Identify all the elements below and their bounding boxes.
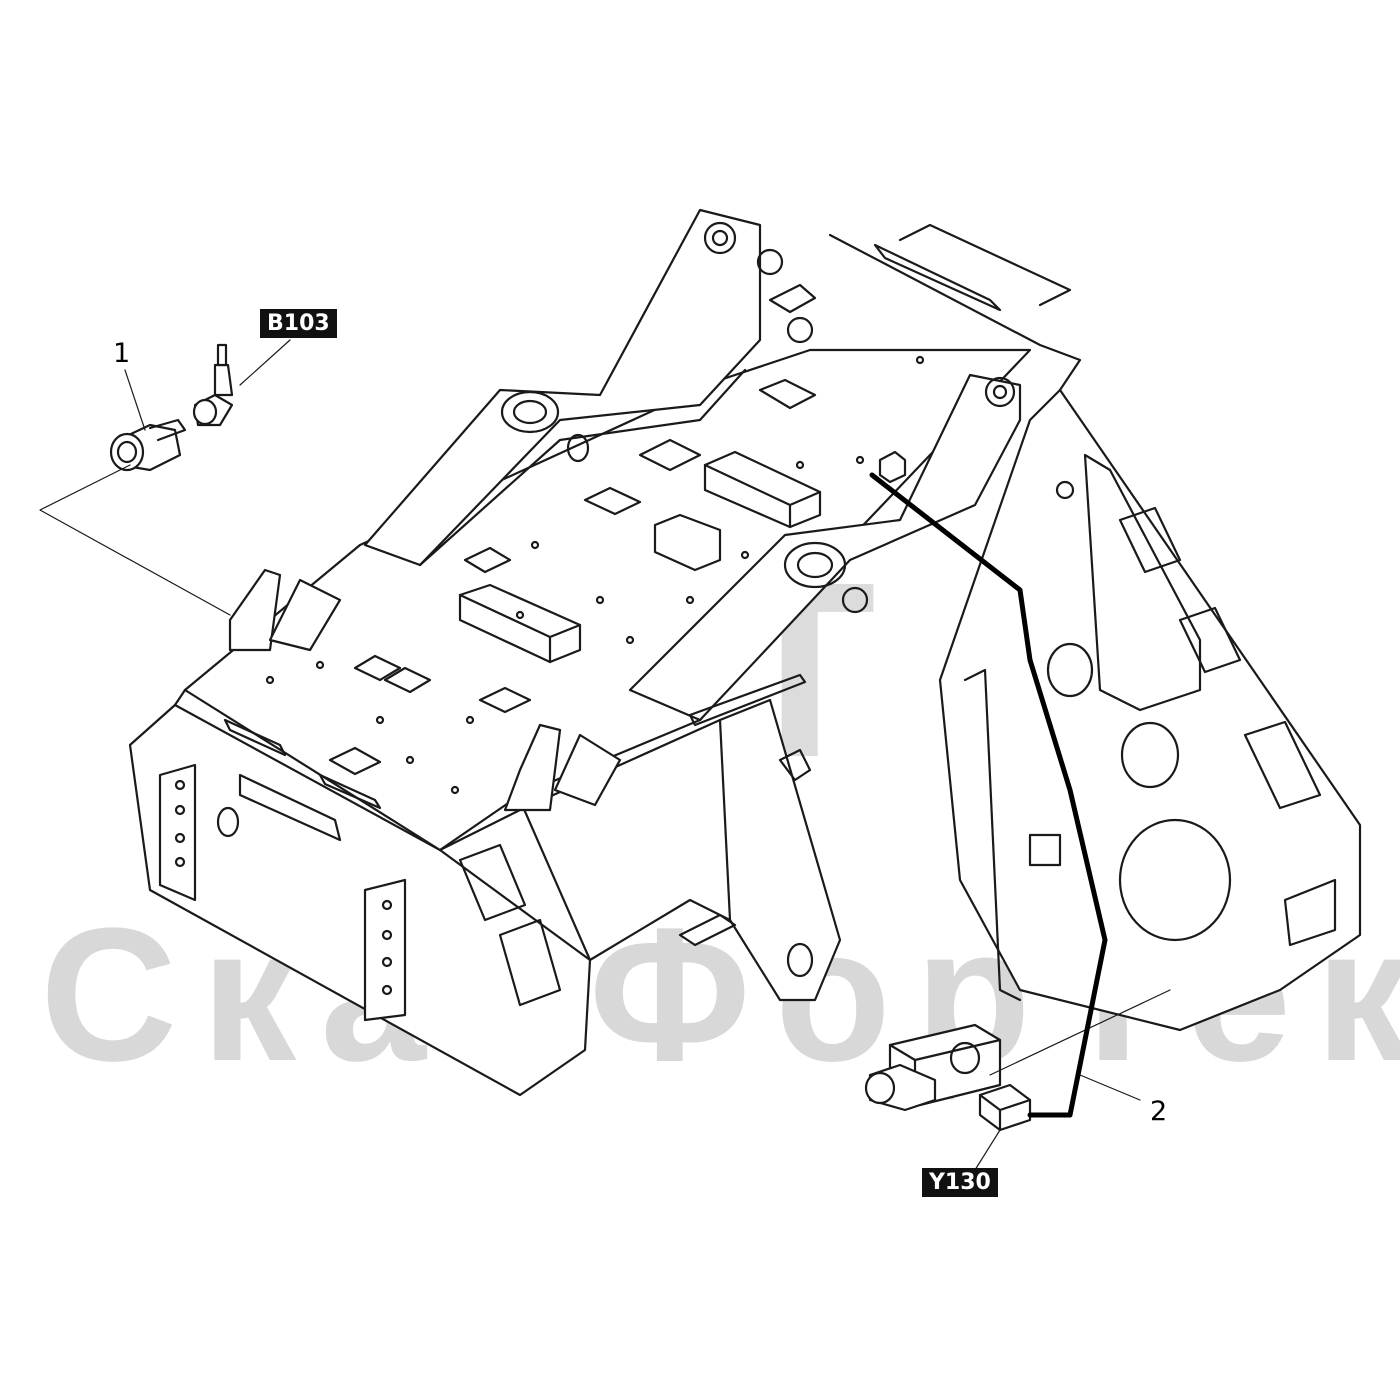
brackets: [223, 568, 622, 812]
rear-frame: [828, 223, 1362, 1032]
part-2-wiring-harness: [869, 472, 1108, 1118]
tag-y130: Y130: [922, 1168, 998, 1198]
main-deck-plate: [183, 348, 1032, 852]
b103-sensor: [192, 343, 234, 427]
tag-b103: B103: [260, 309, 337, 339]
right-loader-arm: [628, 373, 1022, 727]
harness-connector: [878, 450, 907, 484]
front-frame-block: [128, 688, 592, 1097]
y130-solenoid-valve: [864, 1023, 1032, 1132]
left-loader-arm: [363, 208, 817, 567]
part-1-pressure-switch: [109, 418, 187, 472]
center-support: [518, 698, 842, 1002]
leader-lines: [39, 339, 1171, 1171]
callout-part-1: 1: [113, 338, 131, 369]
callout-part-2: 2: [1150, 1096, 1168, 1127]
